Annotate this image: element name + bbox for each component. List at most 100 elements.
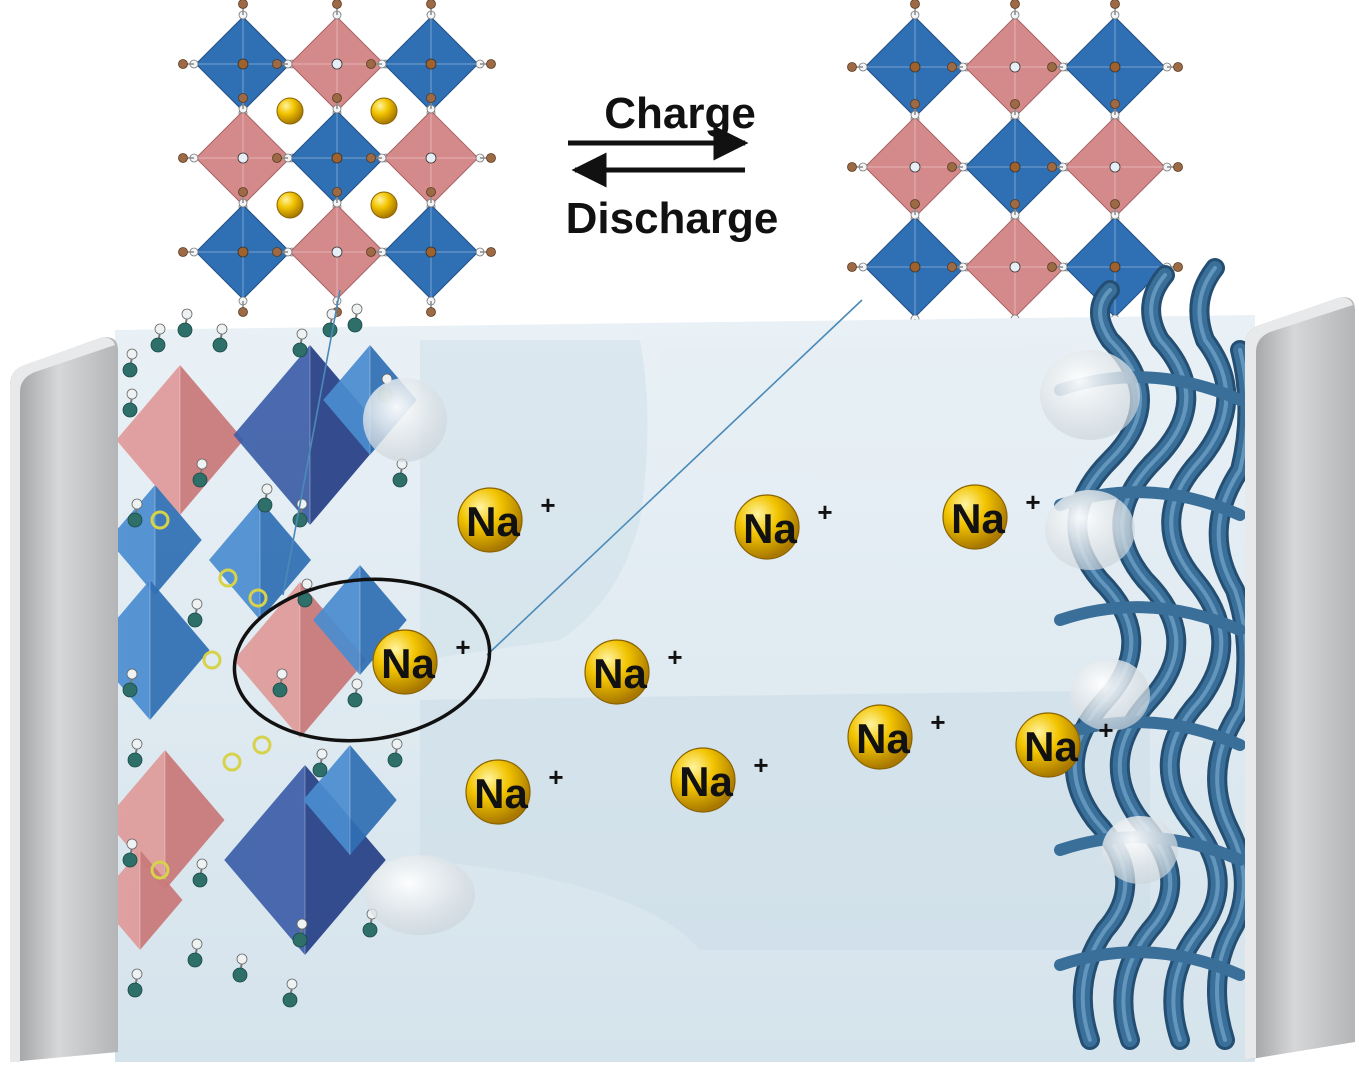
charge-label: Charge [604, 89, 756, 138]
sodium-site [252, 735, 272, 755]
ligand-atom [282, 992, 298, 1008]
ligand-atom [187, 952, 203, 968]
carbon-atom [366, 247, 376, 257]
ligand-atom [122, 682, 138, 698]
ligand-atom [362, 922, 378, 938]
sodium-ion-charge: + [455, 632, 470, 662]
sodium-ion-charge: + [817, 497, 832, 527]
anode-structure [1054, 258, 1258, 1050]
carbon-atom [272, 247, 282, 257]
carbon-atom [426, 93, 436, 103]
carbon-atom [238, 187, 248, 197]
sodium-ion: Na+ [457, 487, 556, 553]
zoom-line-right [486, 299, 863, 656]
sodium-ion-ball [942, 484, 1008, 550]
sodium-ion: Na+ [734, 494, 833, 560]
carbon-atom [1047, 262, 1057, 272]
electrolyte-shading [420, 690, 1150, 950]
sodium-site [202, 650, 222, 670]
sodium-ion-charge: + [1025, 487, 1040, 517]
ligand-atom [272, 682, 288, 698]
anode-ribbon [1054, 716, 1246, 751]
sodium-ion: Na + [372, 629, 471, 695]
electrolyte-shading [420, 340, 648, 660]
sodium-atom [276, 191, 304, 219]
octahedron [289, 16, 385, 112]
carbon-atom [1010, 99, 1020, 109]
carbon-atom [910, 99, 920, 109]
ligand-atom [192, 472, 208, 488]
anode-ribbon [1054, 601, 1246, 636]
ligand-atom [187, 612, 203, 628]
octahedron [105, 750, 225, 890]
discharge-label: Discharge [566, 194, 779, 243]
carbon-atom [272, 59, 282, 69]
sodium-ion-ball [584, 639, 650, 705]
carbon-atom [947, 162, 957, 172]
sodium-ion-charge: + [1098, 715, 1113, 745]
sodium-ion-symbol: Na [856, 715, 910, 762]
carbon-atom [178, 59, 188, 69]
sodium-site [248, 588, 268, 608]
ligand-atom [177, 322, 193, 338]
octahedron [233, 345, 387, 525]
sodium-ion: Na+ [584, 639, 683, 705]
sodium-site [150, 860, 170, 880]
carbon-atom [178, 247, 188, 257]
bubble [1040, 350, 1140, 440]
ligand-atom [127, 982, 143, 998]
sodiated-lattice [178, 0, 496, 317]
ligand-atom [347, 317, 363, 333]
sodium-ion-ball [372, 629, 438, 695]
ligand-atom [387, 752, 403, 768]
octahedron [303, 745, 397, 855]
sodium-atom [370, 97, 398, 125]
carbon-atom [486, 59, 496, 69]
highlight-ellipse [232, 577, 492, 743]
carbon-atom [238, 0, 248, 9]
sodium-ion: Na+ [1015, 712, 1114, 778]
right-current-collector [1245, 297, 1355, 1060]
carbon-atom [332, 93, 342, 103]
ligand-atom [122, 402, 138, 418]
octahedron [383, 110, 479, 206]
sodium-ion-ball [734, 494, 800, 560]
bubble [1045, 490, 1135, 570]
sodium-atom [370, 191, 398, 219]
bubble [1102, 816, 1178, 884]
octahedron [108, 485, 202, 595]
carbon-atom [1110, 99, 1120, 109]
sodium-ion-symbol: Na [474, 770, 528, 817]
carbon-atom [486, 247, 496, 257]
charge-discharge-arrows: Charge Discharge [566, 89, 779, 243]
sodium-ion-symbol: Na [381, 640, 435, 687]
sodium-ion-ball [465, 759, 531, 825]
ligand-atom [122, 852, 138, 868]
sodium-site [218, 568, 238, 588]
sodium-ion: Na + [465, 759, 564, 825]
anode-ribbon [1054, 946, 1246, 981]
carbon-atom [426, 187, 436, 197]
carbon-atom [910, 0, 920, 9]
sodium-ion-ball [670, 747, 736, 813]
sodium-ion: Na+ [670, 747, 769, 813]
sodium-ion-ball [457, 487, 523, 553]
carbon-atom [1047, 162, 1057, 172]
carbon-atom [238, 93, 248, 103]
carbon-atom [238, 307, 248, 317]
ligand-atom [257, 497, 273, 513]
sodium-site [222, 752, 242, 772]
octahedron [209, 500, 311, 620]
carbon-atom [366, 59, 376, 69]
carbon-atom [1173, 162, 1183, 172]
carbon-atom [1110, 199, 1120, 209]
sodium-ion-ball [1015, 712, 1081, 778]
carbon-atom [947, 262, 957, 272]
bubble [365, 855, 475, 935]
ligand-atom [212, 337, 228, 353]
sodium-ion-charge: + [548, 762, 563, 792]
carbon-atom [1173, 262, 1183, 272]
ligand-atom [347, 692, 363, 708]
carbon-atom [847, 162, 857, 172]
